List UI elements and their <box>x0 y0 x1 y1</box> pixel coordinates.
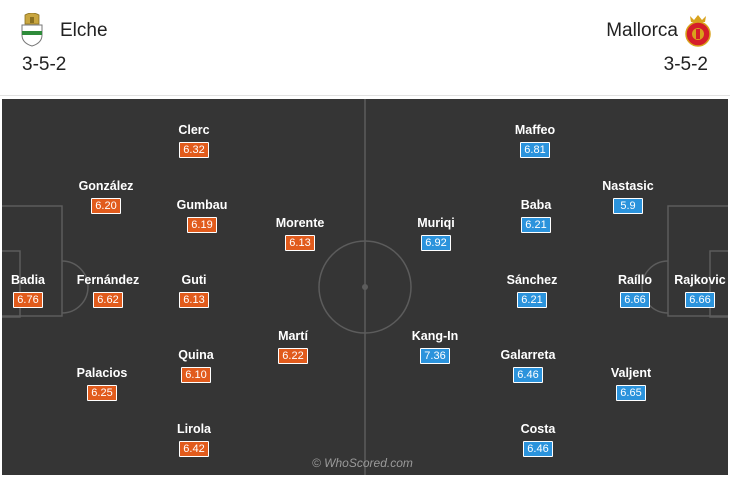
player-name: Morente <box>275 216 325 230</box>
elche-crest-icon <box>21 13 43 47</box>
player-name: Baba <box>520 198 552 212</box>
home-player[interactable]: Lirola 6.42 <box>154 422 234 457</box>
player-rating: 6.42 <box>179 441 209 457</box>
match-header: Elche 3-5-2 Mallorca 3-5-2 <box>0 0 730 96</box>
away-player[interactable]: Maffeo 6.81 <box>495 123 575 158</box>
player-rating: 6.10 <box>181 367 211 383</box>
away-player[interactable]: Sánchez 6.21 <box>492 273 572 308</box>
away-player[interactable]: Galarreta 6.46 <box>488 348 568 383</box>
player-name: González <box>78 179 134 193</box>
player-rating: 6.13 <box>285 235 315 251</box>
player-rating: 6.20 <box>91 198 121 214</box>
player-rating: 6.65 <box>616 385 646 401</box>
player-name: Guti <box>181 273 207 287</box>
player-rating: 6.25 <box>87 385 117 401</box>
player-rating: 6.76 <box>13 292 43 308</box>
home-player[interactable]: Clerc 6.32 <box>154 123 234 158</box>
player-name: Sánchez <box>506 273 558 287</box>
pitch: Badia 6.76 González 6.20 Fernández 6.62 … <box>2 99 728 475</box>
player-rating: 6.46 <box>513 367 543 383</box>
player-name: Martí <box>278 329 308 343</box>
away-team-name: Mallorca <box>606 20 678 41</box>
away-player[interactable]: Costa 6.46 <box>498 422 578 457</box>
player-name: Fernández <box>76 273 140 287</box>
away-player[interactable]: Raíllo 6.66 <box>595 273 675 308</box>
player-rating: 6.22 <box>278 348 308 364</box>
home-team-name: Elche <box>60 20 108 41</box>
player-rating: 6.13 <box>179 292 209 308</box>
player-rating: 6.81 <box>520 142 550 158</box>
player-rating: 6.62 <box>93 292 123 308</box>
home-player[interactable]: González 6.20 <box>66 179 146 214</box>
away-player[interactable]: Valjent 6.65 <box>591 366 671 401</box>
player-name: Galarreta <box>500 348 556 362</box>
player-name: Kang-In <box>411 329 459 343</box>
watermark: © WhoScored.com <box>312 456 413 470</box>
mallorca-crest-icon <box>685 15 711 47</box>
away-formation: 3-5-2 <box>663 54 708 75</box>
home-player[interactable]: Fernández 6.62 <box>68 273 148 308</box>
player-rating: 6.66 <box>685 292 715 308</box>
player-name: Nastasic <box>602 179 654 193</box>
home-player[interactable]: Quina 6.10 <box>156 348 236 383</box>
away-player[interactable]: Nastasic 5.9 <box>588 179 668 214</box>
home-player[interactable]: Martí 6.22 <box>253 329 333 364</box>
player-name: Costa <box>520 422 556 436</box>
player-rating: 7.36 <box>420 348 450 364</box>
player-name: Gumbau <box>176 198 228 212</box>
player-name: Badia <box>10 273 46 287</box>
away-player[interactable]: Muriqi 6.92 <box>396 216 476 251</box>
player-name: Valjent <box>610 366 652 380</box>
away-player[interactable]: Baba 6.21 <box>496 198 576 233</box>
player-name: Palacios <box>76 366 128 380</box>
home-player[interactable]: Gumbau 6.19 <box>162 198 242 233</box>
player-rating: 6.46 <box>523 441 553 457</box>
home-player[interactable]: Morente 6.13 <box>260 216 340 251</box>
player-name: Clerc <box>178 123 210 137</box>
player-rating: 6.19 <box>187 217 217 233</box>
player-rating: 6.21 <box>521 217 551 233</box>
player-rating: 6.66 <box>620 292 650 308</box>
player-name: Maffeo <box>514 123 556 137</box>
player-name: Raíllo <box>617 273 653 287</box>
player-name: Rajkovic <box>674 273 726 287</box>
pitch-markings <box>2 99 728 475</box>
player-rating: 6.32 <box>179 142 209 158</box>
away-player[interactable]: Rajkovic 6.66 <box>660 273 728 308</box>
player-rating: 5.9 <box>613 198 643 214</box>
player-name: Muriqi <box>417 216 455 230</box>
home-player[interactable]: Palacios 6.25 <box>62 366 142 401</box>
player-name: Quina <box>178 348 214 362</box>
home-player[interactable]: Badia 6.76 <box>2 273 68 308</box>
home-player[interactable]: Guti 6.13 <box>154 273 234 308</box>
player-rating: 6.21 <box>517 292 547 308</box>
player-name: Lirola <box>176 422 212 436</box>
away-player[interactable]: Kang-In 7.36 <box>395 329 475 364</box>
player-rating: 6.92 <box>421 235 451 251</box>
home-formation: 3-5-2 <box>22 54 67 75</box>
